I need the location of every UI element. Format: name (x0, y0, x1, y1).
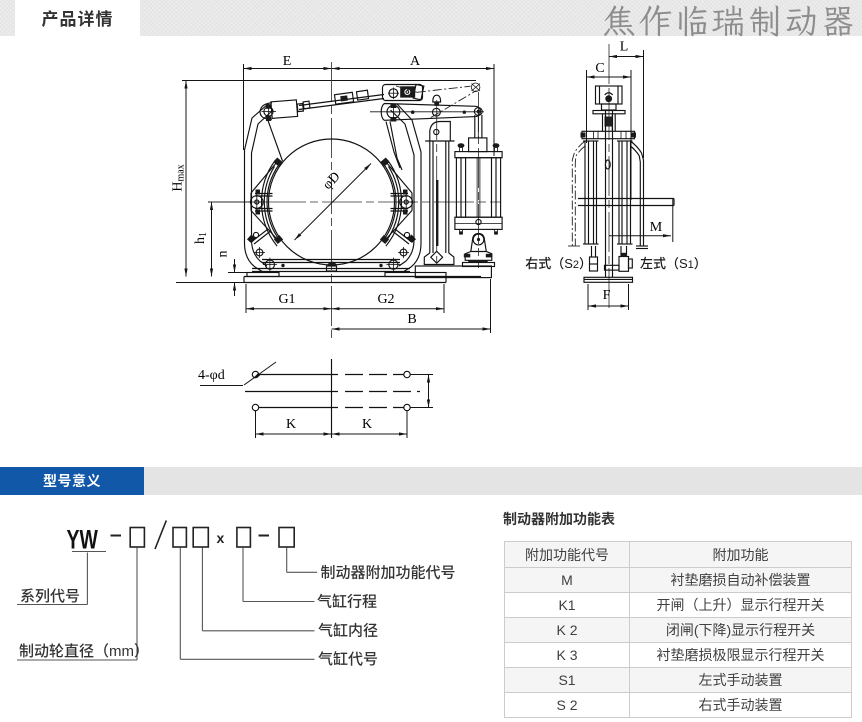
svg-text:K: K (286, 417, 296, 432)
svg-text:YW: YW (67, 524, 99, 554)
svg-text:K: K (362, 417, 372, 432)
svg-text:F: F (603, 288, 611, 303)
svg-text:φD: φD (320, 169, 343, 193)
svg-text:x: x (217, 530, 225, 546)
svg-text:E: E (283, 54, 292, 69)
svg-text:气缸内径: 气缸内径 (318, 622, 378, 640)
svg-text:左式（S1）: 左式（S1） (640, 256, 707, 271)
svg-text:气缸行程: 气缸行程 (317, 593, 377, 611)
svg-text:4-φd: 4-φd (198, 368, 225, 383)
svg-text:C: C (595, 61, 604, 76)
svg-text:B: B (407, 312, 416, 327)
svg-text:h1: h1 (193, 232, 209, 244)
svg-text:n: n (216, 251, 231, 258)
svg-text:A: A (410, 54, 421, 69)
svg-text:制动轮直径（mm）: 制动轮直径（mm） (19, 643, 149, 660)
svg-text:制动器附加功能代号: 制动器附加功能代号 (321, 565, 456, 582)
svg-text:系列代号: 系列代号 (20, 588, 80, 605)
svg-text:气缸代号: 气缸代号 (318, 650, 378, 668)
svg-text:M: M (650, 220, 663, 235)
svg-text:G2: G2 (377, 292, 394, 307)
svg-text:Hmax: Hmax (171, 164, 187, 191)
svg-text:右式（S2）: 右式（S2） (525, 256, 592, 271)
svg-text:G1: G1 (278, 292, 295, 307)
svg-text:L: L (620, 40, 629, 55)
